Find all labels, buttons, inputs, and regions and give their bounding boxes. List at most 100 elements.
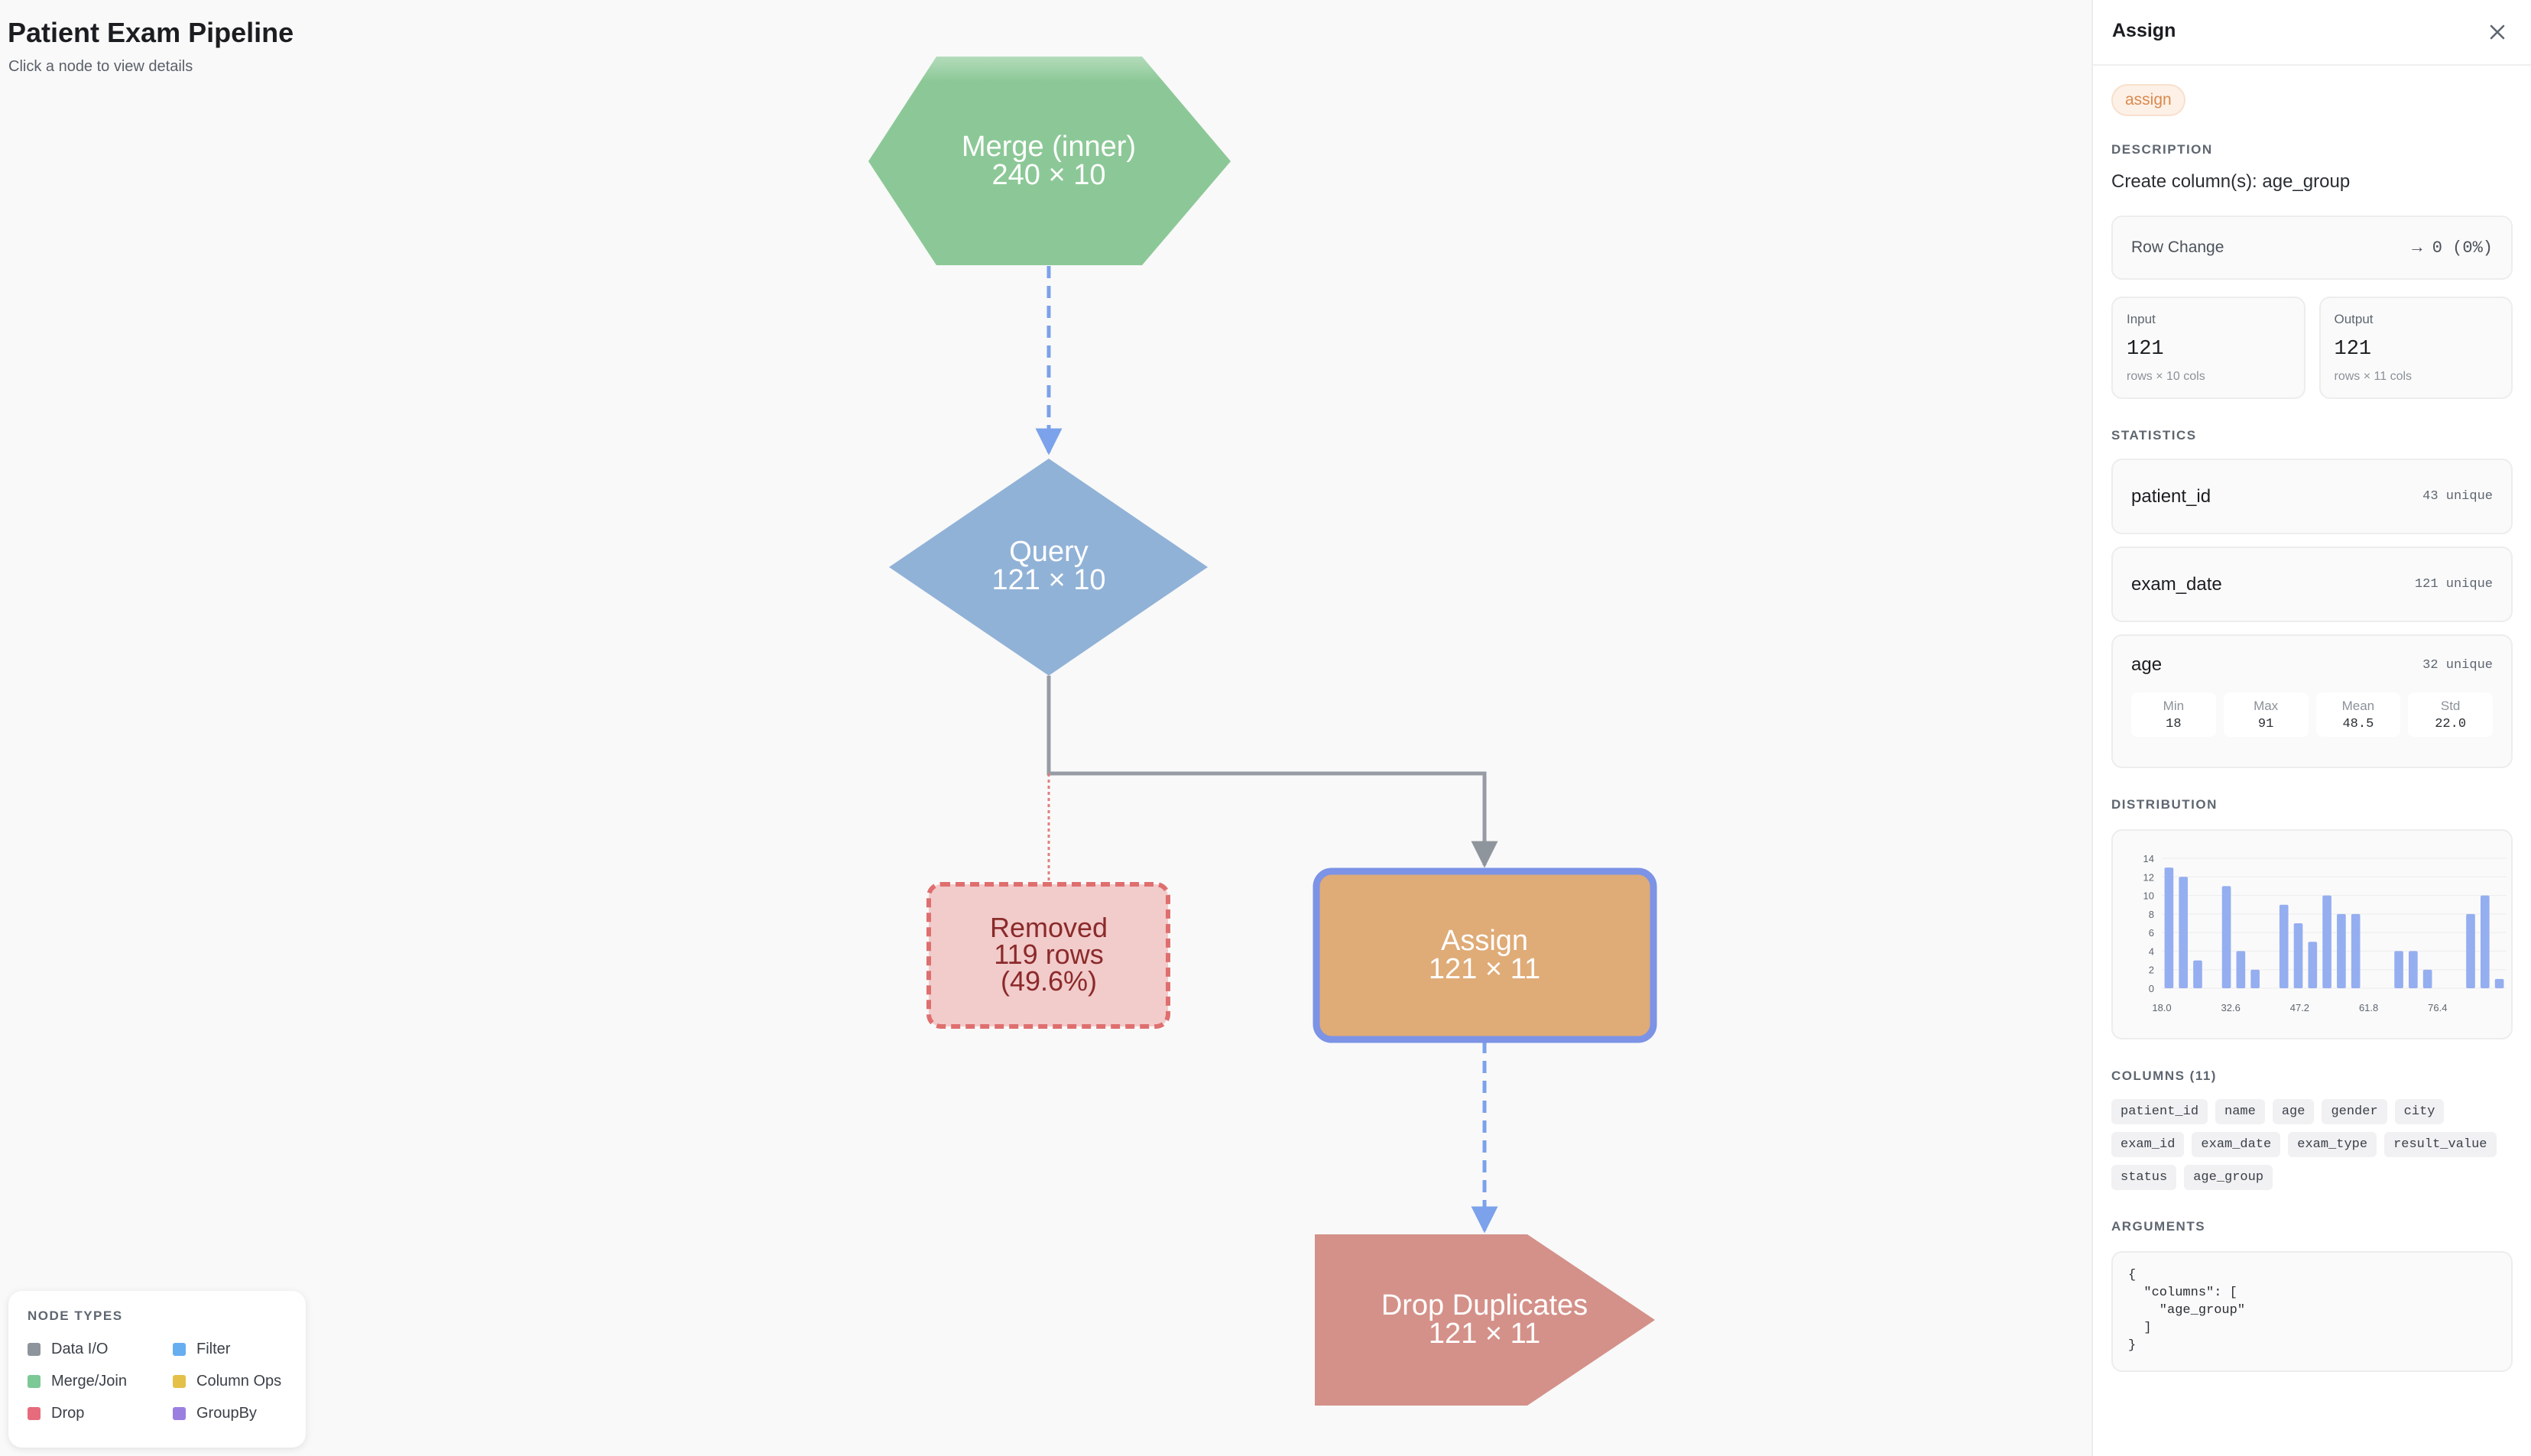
node-removed-title: Removed	[990, 912, 1108, 943]
stat-mean-value: 48.5	[2342, 717, 2374, 731]
node-merge-shape: 240 × 10	[992, 159, 1106, 191]
statistics-label: STATISTICS	[2111, 428, 2197, 443]
legend-item-merge-join: Merge/Join	[28, 1373, 173, 1390]
chart-y-tick-label: 14	[2143, 853, 2154, 864]
row-change-value: → 0 (0%)	[2412, 238, 2493, 258]
node-query-title: Query	[1009, 536, 1088, 568]
stat-std-value: 22.0	[2435, 717, 2467, 731]
pipeline-canvas: Patient Exam Pipeline Click a node to vi…	[8, 17, 1657, 1448]
chart-bar	[2394, 951, 2403, 988]
node-assign[interactable]: Assign 121 × 11	[1313, 867, 1657, 1043]
chart-x-tick-label: 18.0	[2152, 1002, 2171, 1013]
chart-bar	[2422, 969, 2432, 988]
stat-column-name: age	[2131, 654, 2163, 675]
page-subtitle: Click a node to view details	[8, 58, 193, 75]
chart-bar	[2250, 969, 2260, 988]
pipeline-graph: Merge (inner) 240 × 10 Query 121 × 10 Re…	[868, 57, 1657, 1406]
description-label: DESCRIPTION	[2111, 142, 2213, 157]
stat-unique-count: 32 unique	[2422, 657, 2493, 673]
legend-title: NODE TYPES	[28, 1308, 123, 1323]
column-chip: result_value	[2384, 1132, 2497, 1157]
node-removed-percent: (49.6%)	[1001, 965, 1097, 997]
node-drop-duplicates[interactable]: Drop Duplicates 121 × 11	[1315, 1234, 1655, 1406]
chart-bar	[2179, 877, 2189, 988]
stat-min: Min 18	[2131, 692, 2216, 737]
output-label: Output	[2334, 312, 2374, 326]
page-title: Patient Exam Pipeline	[8, 17, 294, 48]
column-chip: exam_id	[2111, 1132, 2185, 1157]
stat-column-name: patient_id	[2131, 485, 2211, 507]
details-panel: Assign assign DESCRIPTION Create column(…	[2091, 0, 2531, 1456]
chart-bar	[2351, 913, 2361, 988]
stat-card-exam-date: exam_date 121 unique	[2111, 546, 2513, 622]
chart-bar	[2322, 895, 2331, 988]
legend-label: GroupBy	[196, 1405, 257, 1422]
column-chip: status	[2111, 1165, 2177, 1190]
arguments-code: { "columns": [ "age_group" ] }	[2111, 1251, 2513, 1372]
chart-bar	[2193, 960, 2202, 988]
node-type-badge: assign	[2111, 84, 2185, 116]
legend-label: Drop	[51, 1405, 85, 1422]
edge-query-to-assign	[1046, 676, 1498, 868]
chart-bar	[2337, 913, 2346, 988]
legend-item-column-ops: Column Ops	[173, 1373, 303, 1390]
chart-bar	[2221, 886, 2231, 988]
legend-item-data-io: Data I/O	[28, 1341, 173, 1358]
chart-x-tick-label: 47.2	[2290, 1002, 2309, 1013]
stat-std: Std 22.0	[2408, 692, 2493, 737]
stat-unique-count: 121 unique	[2414, 577, 2493, 592]
input-shape: rows × 10 cols	[2127, 370, 2205, 383]
legend-label: Filter	[196, 1341, 231, 1357]
close-button[interactable]	[2482, 17, 2513, 47]
legend: NODE TYPES Data I/O Filter Merge/Join Co…	[8, 1291, 306, 1448]
column-chip: name	[2215, 1099, 2265, 1124]
stat-min-value: 18	[2166, 717, 2182, 731]
legend-item-drop: Drop	[28, 1405, 173, 1422]
node-removed-rows: 119 rows	[994, 939, 1103, 970]
node-drop-duplicates-title: Drop Duplicates	[1381, 1289, 1588, 1321]
column-chip: gender	[2322, 1099, 2387, 1124]
legend-swatch	[173, 1375, 186, 1388]
chart-y-tick-label: 12	[2143, 871, 2154, 883]
distribution-label: DISTRIBUTION	[2111, 797, 2218, 812]
legend-swatch	[28, 1343, 41, 1356]
arguments-label: ARGUMENTS	[2111, 1219, 2206, 1234]
node-query[interactable]: Query 121 × 10	[889, 459, 1208, 676]
stat-std-label: Std	[2440, 699, 2461, 713]
chart-bar	[2409, 951, 2418, 988]
chart-bar	[2293, 923, 2303, 988]
output-shape: rows × 11 cols	[2334, 370, 2413, 383]
column-chip: exam_type	[2288, 1132, 2377, 1157]
chart-bar	[2480, 895, 2490, 988]
legend-item-groupby: GroupBy	[173, 1405, 303, 1422]
legend-label: Data I/O	[51, 1341, 109, 1357]
column-chip: age_group	[2184, 1165, 2273, 1190]
chart-y-tick-label: 2	[2149, 965, 2154, 976]
chart-x-tick-label: 76.4	[2428, 1002, 2447, 1013]
legend-swatch	[28, 1375, 41, 1388]
column-chip: city	[2394, 1099, 2445, 1124]
column-chip: age	[2272, 1099, 2315, 1124]
row-change-label: Row Change	[2131, 238, 2224, 256]
stat-min-label: Min	[2163, 699, 2185, 713]
chart-bar	[2236, 951, 2246, 988]
column-chip: exam_date	[2192, 1132, 2281, 1157]
output-card: Output 121 rows × 11 cols	[2318, 297, 2513, 399]
chart-y-tick-label: 0	[2149, 983, 2154, 994]
description-text: Create column(s): age_group	[2111, 171, 2351, 192]
columns-label: COLUMNS (11)	[2111, 1068, 2217, 1083]
legend-swatch	[173, 1407, 186, 1420]
legend-swatch	[28, 1407, 41, 1420]
input-card: Input 121 rows × 10 cols	[2111, 297, 2305, 399]
stat-unique-count: 43 unique	[2422, 489, 2493, 504]
panel-header: Assign	[2093, 0, 2531, 66]
legend-swatch	[173, 1343, 186, 1356]
node-assign-shape: 121 × 11	[1429, 953, 1540, 985]
node-removed[interactable]: Removed 119 rows (49.6%)	[926, 882, 1170, 1029]
node-merge[interactable]: Merge (inner) 240 × 10	[868, 57, 1231, 265]
stat-column-name: exam_date	[2131, 573, 2222, 595]
